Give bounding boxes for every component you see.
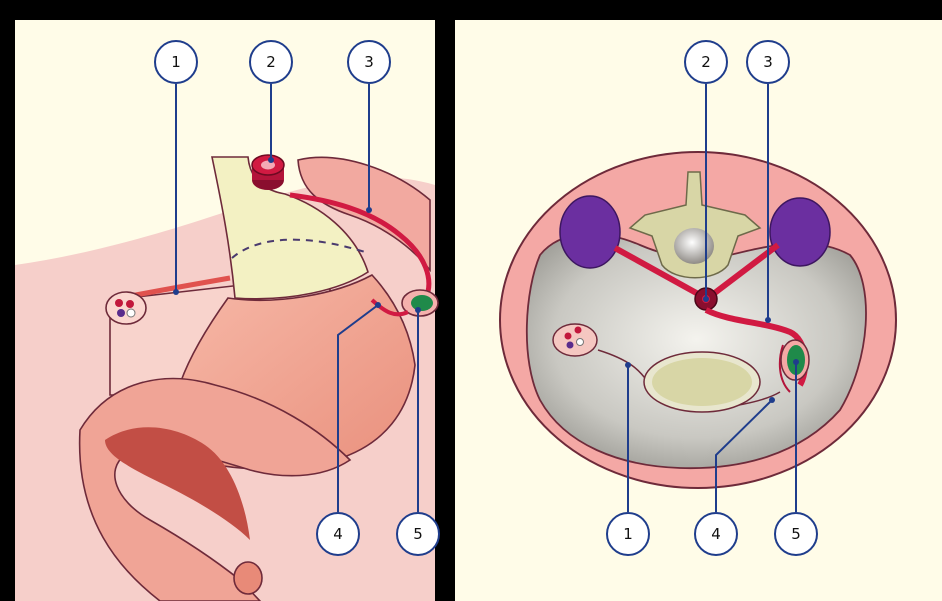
callout-number: 5 xyxy=(791,525,801,543)
leader-dot xyxy=(703,296,709,302)
leader-dot xyxy=(793,359,799,365)
leader-dot xyxy=(375,302,381,308)
callout-number: 5 xyxy=(413,525,423,543)
artery-dot xyxy=(565,333,572,340)
artery-dot xyxy=(575,327,582,334)
callout-right-2: 2 xyxy=(685,41,727,83)
leader-dot xyxy=(366,207,372,213)
stomach-lumen xyxy=(652,358,752,406)
callout-left-5: 5 xyxy=(397,513,439,555)
leader-dot xyxy=(415,307,421,313)
callout-right-4: 4 xyxy=(695,513,737,555)
leader-dot xyxy=(173,289,179,295)
duct-dot xyxy=(577,339,584,346)
artery-dot xyxy=(126,300,134,308)
callout-left-4: 4 xyxy=(317,513,359,555)
vein-dot xyxy=(117,309,125,317)
callout-number: 4 xyxy=(711,525,721,543)
vertebral-body xyxy=(674,228,714,264)
mesentery-root xyxy=(106,292,146,324)
leader-dot xyxy=(625,362,631,368)
artery-dot xyxy=(115,299,123,307)
callout-right-1: 1 xyxy=(607,513,649,555)
callout-number: 2 xyxy=(266,53,276,71)
green-structure xyxy=(411,295,433,311)
callout-number: 3 xyxy=(364,53,374,71)
duct-dot xyxy=(127,309,135,317)
intestine-end xyxy=(234,562,262,594)
callout-number: 1 xyxy=(171,53,181,71)
leader-dot xyxy=(769,397,775,403)
vein-dot xyxy=(567,342,574,349)
callout-left-3: 3 xyxy=(348,41,390,83)
callout-number: 1 xyxy=(623,525,633,543)
callout-number: 3 xyxy=(763,53,773,71)
callout-number: 4 xyxy=(333,525,343,543)
leader-dot xyxy=(268,157,274,163)
callout-left-2: 2 xyxy=(250,41,292,83)
callout-right-3: 3 xyxy=(747,41,789,83)
left-kidney xyxy=(560,196,620,268)
callout-number: 2 xyxy=(701,53,711,71)
callout-left-1: 1 xyxy=(155,41,197,83)
leader-dot xyxy=(765,317,771,323)
right-panel-illustration xyxy=(500,152,896,488)
right-kidney xyxy=(770,198,830,266)
callout-right-5: 5 xyxy=(775,513,817,555)
